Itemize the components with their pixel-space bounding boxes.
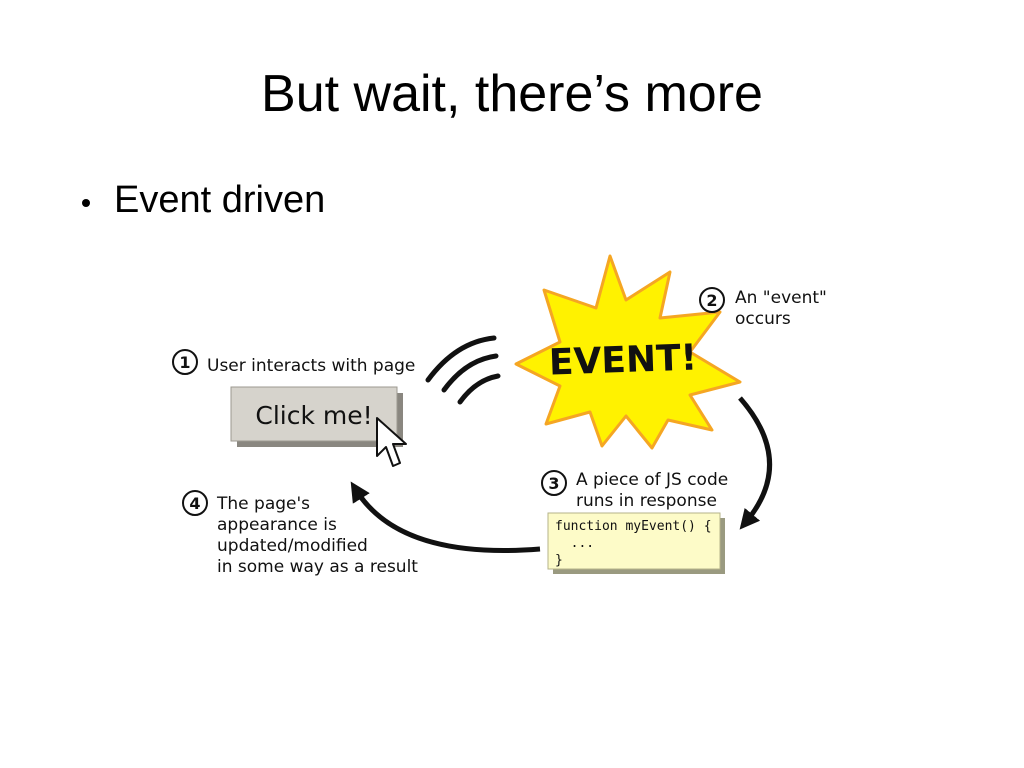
step-4-label-line-3: updated/modified xyxy=(217,536,368,556)
event-burst: EVENT! xyxy=(514,254,742,450)
step-2-label-line-2: occurs xyxy=(735,309,791,329)
slide-title: But wait, there’s more xyxy=(261,65,763,123)
step-3-label-line-2: runs in response xyxy=(576,491,717,511)
click-me-button[interactable]: Click me! xyxy=(230,386,403,447)
code-box: function myEvent() { ... } xyxy=(547,512,725,574)
step-2: 2 An "event" occurs xyxy=(699,287,827,329)
code-box-background xyxy=(547,512,721,570)
arrow-event-to-code xyxy=(738,396,773,530)
step-4-label-line-4: in some way as a result xyxy=(217,557,418,577)
step-3-number: 3 xyxy=(548,474,559,493)
bullet-text: Event driven xyxy=(114,179,326,221)
step-4-label-line-2: appearance is xyxy=(217,515,337,535)
button-face xyxy=(230,386,398,442)
step-1-number: 1 xyxy=(179,353,190,372)
step-2-label-line-1: An "event" xyxy=(735,288,827,308)
step-4-number: 4 xyxy=(189,494,200,513)
step-1-number-circle xyxy=(172,349,198,375)
mouse-cursor-icon xyxy=(376,417,407,467)
bullet-dot xyxy=(82,199,90,207)
step-2-number: 2 xyxy=(706,291,717,310)
code-line-1: function myEvent() { xyxy=(555,519,712,534)
code-line-2: ... xyxy=(555,536,594,551)
step-3: 3 A piece of JS code runs in response xyxy=(541,470,728,511)
motion-lines-icon xyxy=(425,335,501,405)
arrow-code-to-button xyxy=(350,481,541,553)
step-3-number-circle xyxy=(541,470,567,496)
step-2-number-circle xyxy=(699,287,725,313)
step-4-number-circle xyxy=(182,490,208,516)
step-4: 4 The page's appearance is updated/modif… xyxy=(182,490,418,577)
event-burst-label: EVENT! xyxy=(548,337,697,383)
step-3-label-line-1: A piece of JS code xyxy=(576,470,728,490)
step-1-label: User interacts with page xyxy=(207,356,415,376)
step-1: 1 User interacts with page xyxy=(172,349,415,376)
event-burst-shape xyxy=(514,254,742,450)
button-label: Click me! xyxy=(255,401,372,430)
step-4-label-line-1: The page's xyxy=(216,494,310,514)
code-line-3: } xyxy=(555,553,563,568)
